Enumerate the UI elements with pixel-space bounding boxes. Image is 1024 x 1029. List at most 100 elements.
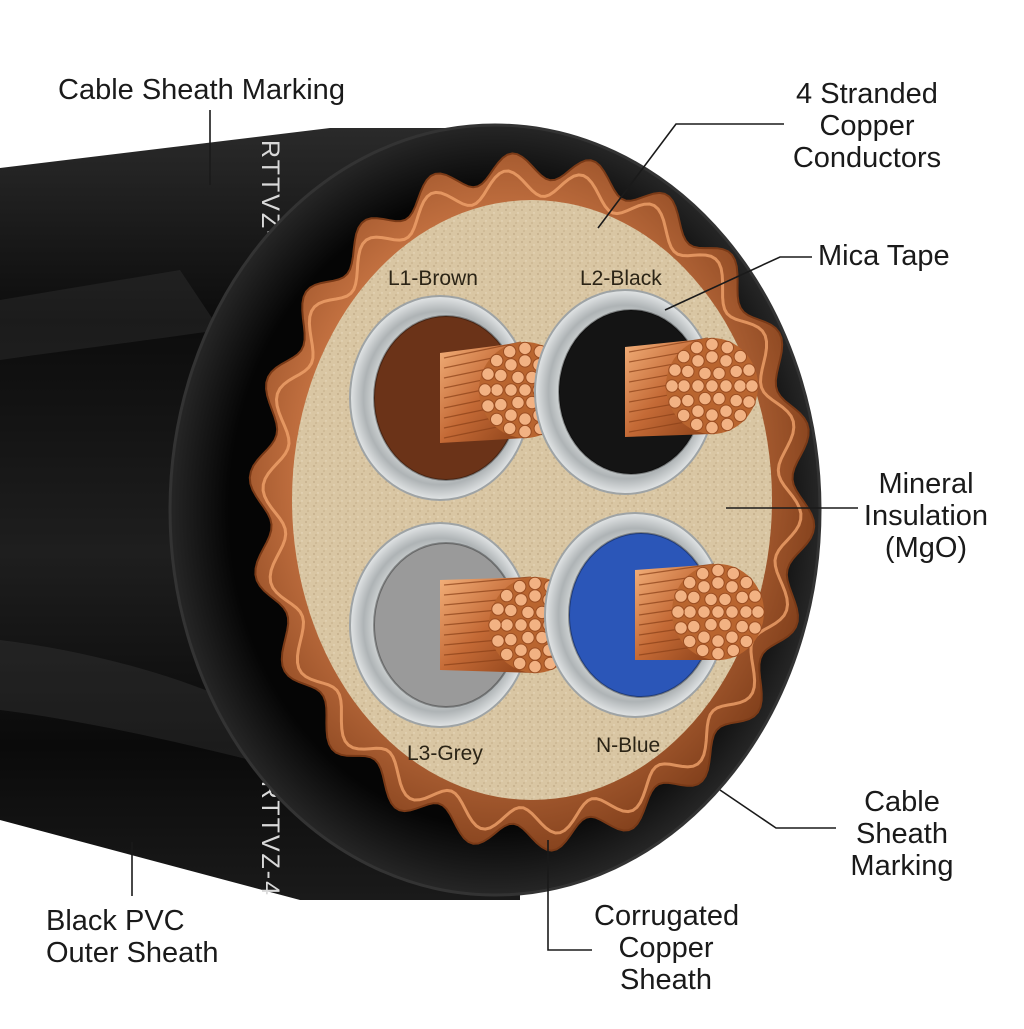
copper-wire bbox=[674, 621, 688, 635]
copper-wire bbox=[521, 630, 535, 645]
callout-cable-sheath-marking-right: Cable Sheath Marking bbox=[850, 786, 954, 882]
copper-wire bbox=[748, 589, 762, 603]
strand-line bbox=[638, 563, 715, 576]
copper-wire bbox=[720, 417, 734, 432]
copper-wire bbox=[683, 634, 697, 649]
copper-wire bbox=[719, 354, 733, 368]
copper-wire bbox=[718, 592, 732, 607]
copper-wire bbox=[681, 364, 695, 379]
copper-wire bbox=[504, 408, 518, 422]
copper-wire bbox=[504, 603, 518, 618]
copper-wire bbox=[513, 656, 527, 671]
corrugated-copper-sheath-inner bbox=[261, 169, 803, 835]
leader-corrugated-sheath bbox=[547, 840, 592, 951]
copper-wire bbox=[735, 619, 749, 634]
pvc-sheath-highlight-lower bbox=[0, 640, 250, 760]
copper-wire bbox=[711, 563, 725, 578]
copper-wire bbox=[514, 643, 528, 657]
pvc-sheath-rim bbox=[168, 123, 822, 897]
copper-wire bbox=[725, 605, 739, 619]
copper-wire bbox=[745, 379, 759, 393]
copper-wire bbox=[690, 417, 704, 432]
copper-wire bbox=[690, 340, 704, 355]
copper-wire bbox=[748, 621, 762, 635]
copper-wire bbox=[528, 659, 542, 674]
copper-wire bbox=[751, 605, 765, 619]
copper-wire bbox=[705, 350, 719, 364]
copper-wire bbox=[726, 566, 740, 581]
copper-wire bbox=[514, 618, 528, 632]
copper-wire bbox=[719, 379, 733, 393]
copper-wire bbox=[490, 412, 504, 427]
copper-wire bbox=[733, 379, 747, 393]
copper-wire bbox=[488, 618, 502, 632]
copper-wire bbox=[677, 379, 691, 393]
callout-mica-tape: Mica Tape bbox=[818, 240, 950, 272]
conductor-cores bbox=[349, 289, 765, 728]
copper-wire bbox=[719, 404, 733, 418]
copper-wire bbox=[681, 393, 695, 408]
leader-lines bbox=[131, 110, 858, 951]
core-label-l2: L2-Black bbox=[580, 267, 662, 290]
core-label-n: N-Blue bbox=[596, 734, 660, 757]
copper-wire bbox=[691, 354, 705, 368]
copper-wire bbox=[720, 340, 734, 355]
core-l2-black bbox=[534, 289, 759, 495]
copper-wire bbox=[725, 580, 739, 594]
leader-conductors bbox=[597, 123, 784, 229]
copper-wire bbox=[511, 370, 525, 385]
core-label-l3: L3-Grey bbox=[407, 742, 483, 765]
copper-wire bbox=[528, 618, 542, 632]
copper-wire bbox=[711, 646, 725, 661]
copper-wire bbox=[503, 344, 517, 359]
copper-wire bbox=[742, 395, 756, 409]
copper-wire bbox=[698, 366, 712, 381]
copper-wire bbox=[687, 590, 701, 605]
strand-line bbox=[443, 341, 522, 359]
strand-line bbox=[628, 337, 709, 353]
copper-wire bbox=[504, 383, 518, 397]
copper-wire bbox=[739, 634, 753, 649]
leader-sheath-marking-right bbox=[719, 789, 836, 829]
copper-wire bbox=[691, 404, 705, 418]
copper-wire bbox=[671, 605, 685, 619]
copper-wire bbox=[712, 366, 726, 381]
copper-wire bbox=[500, 647, 514, 662]
copper-wire bbox=[733, 349, 747, 364]
copper-wire bbox=[704, 592, 718, 607]
copper-wire bbox=[697, 605, 711, 619]
copper-wire bbox=[677, 408, 691, 423]
copper-wire bbox=[668, 395, 682, 409]
copper-wire bbox=[514, 593, 528, 607]
copper-wire bbox=[712, 391, 726, 406]
copper-wire bbox=[528, 647, 542, 661]
copper-wire bbox=[687, 619, 701, 634]
pvc-sheath-highlight bbox=[0, 270, 220, 360]
copper-wire bbox=[705, 420, 719, 435]
callout-cable-sheath-marking-top: Cable Sheath Marking bbox=[58, 74, 345, 106]
copper-wire bbox=[725, 630, 739, 644]
copper-wire bbox=[711, 634, 725, 648]
mineral-insulation-mgo bbox=[292, 200, 772, 800]
copper-wire bbox=[704, 617, 718, 632]
copper-wire bbox=[504, 632, 518, 647]
copper-wire bbox=[733, 408, 747, 423]
copper-wire bbox=[698, 391, 712, 406]
copper-wire bbox=[665, 379, 679, 393]
copper-wire bbox=[705, 337, 719, 352]
copper-wire bbox=[518, 412, 532, 426]
copper-wire bbox=[490, 353, 504, 368]
copper-wire bbox=[518, 354, 532, 368]
copper-wire bbox=[490, 383, 504, 397]
copper-wire bbox=[528, 589, 542, 603]
copper-wire bbox=[677, 349, 691, 364]
copper-wire bbox=[511, 395, 525, 410]
copper-wire bbox=[504, 358, 518, 372]
copper-wire bbox=[735, 590, 749, 605]
copper-wire bbox=[503, 421, 517, 436]
copper-wire bbox=[491, 634, 505, 648]
copper-wire bbox=[739, 605, 753, 619]
callout-corrugated-copper-sheath: Corrugated Copper Sheath bbox=[594, 900, 740, 996]
copper-wire bbox=[668, 363, 682, 377]
